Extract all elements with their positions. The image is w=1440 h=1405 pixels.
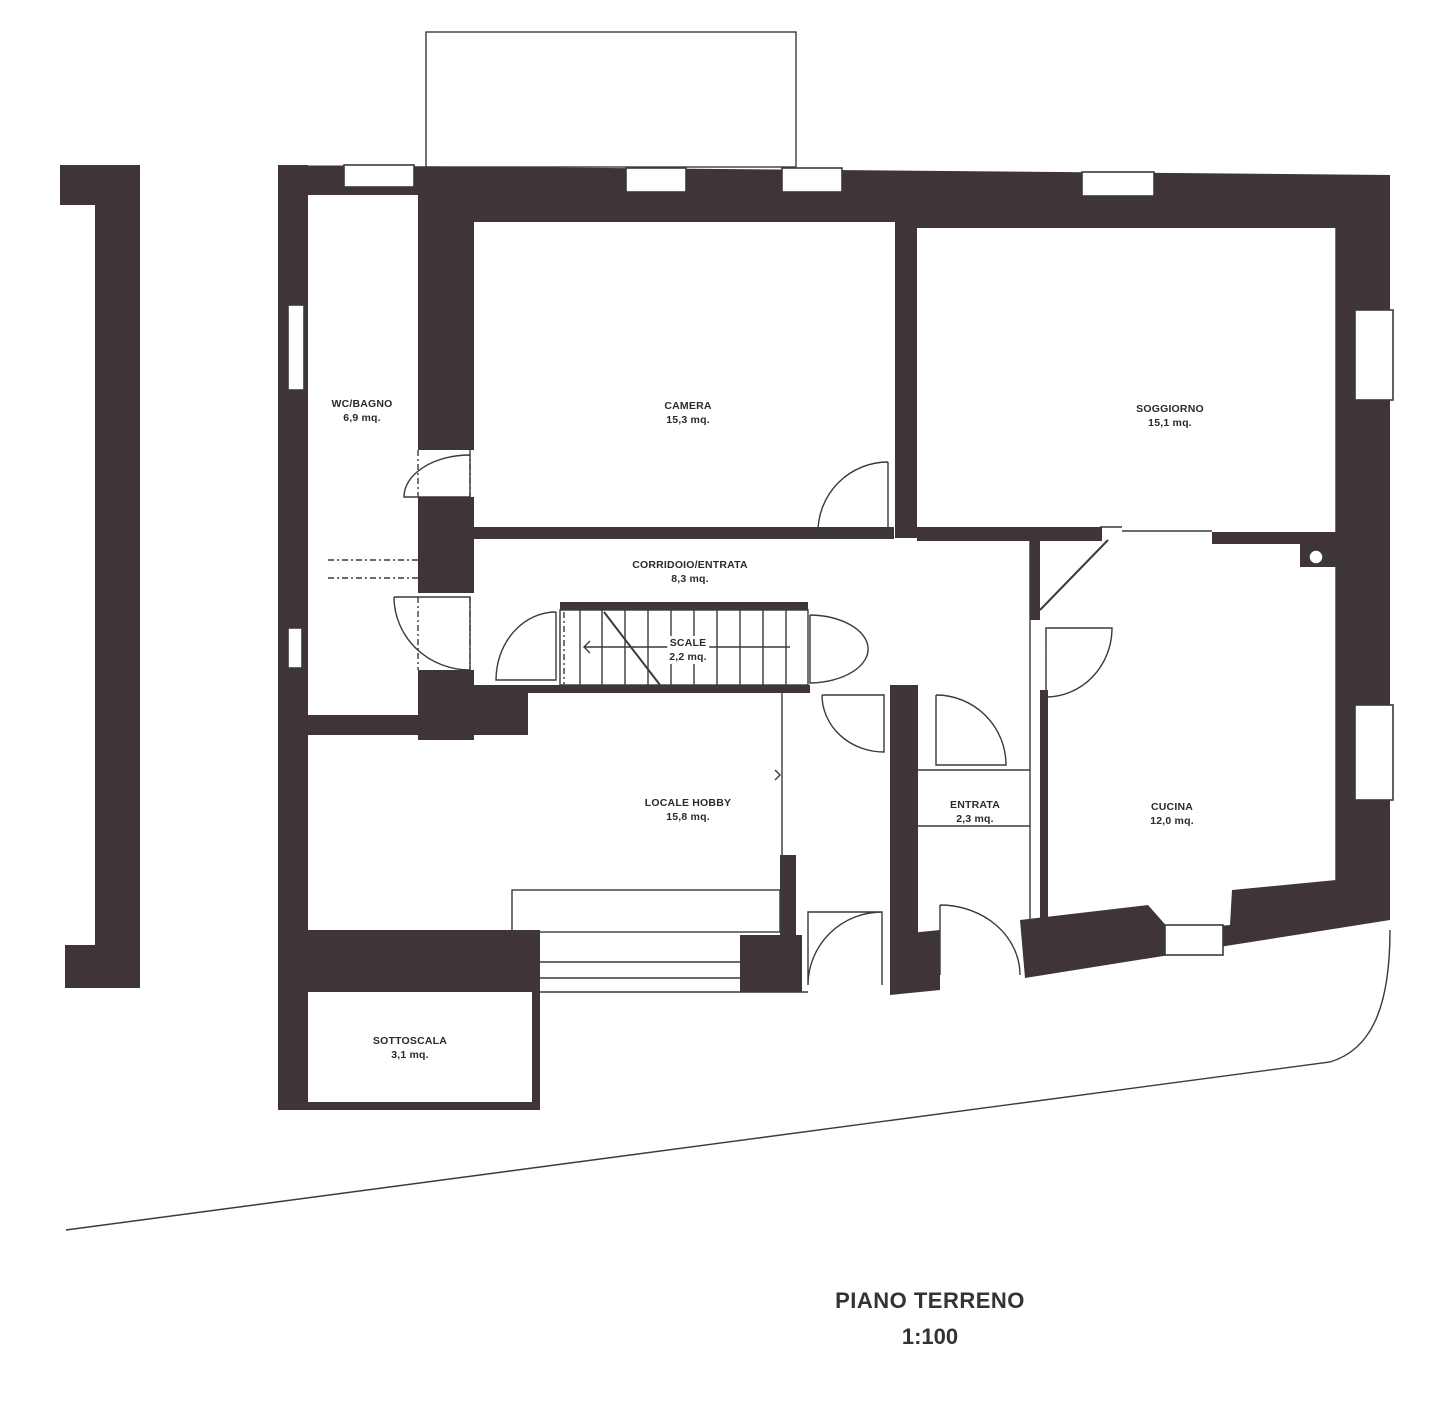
room-name: ENTRATA — [949, 799, 1001, 811]
windows — [287, 164, 1394, 956]
room-area: 12,0 mq. — [1150, 815, 1194, 827]
room-label-cucina: CUCINA 12,0 mq. — [1150, 800, 1194, 828]
drawing-title-block: PIANO TERRENO 1:100 — [835, 1288, 1025, 1350]
room-name: SCALE — [669, 637, 707, 649]
room-label-sottoscala: SOTTOSCALA 3,1 mq. — [373, 1034, 447, 1062]
room-label-soggiorno: SOGGIORNO 15,1 mq. — [1136, 402, 1204, 430]
room-area: 15,1 mq. — [1148, 417, 1192, 429]
fixtures — [511, 228, 1337, 993]
terrace-outline — [425, 31, 797, 168]
room-area: 15,3 mq. — [666, 414, 710, 426]
room-name: CUCINA — [1150, 801, 1194, 813]
room-label-locale-hobby: LOCALE HOBBY 15,8 mq. — [645, 796, 731, 824]
room-area: 8,3 mq. — [671, 573, 709, 585]
room-label-camera: CAMERA 15,3 mq. — [664, 399, 711, 427]
room-name: CAMERA — [664, 400, 712, 412]
exterior-walls — [278, 165, 1390, 1110]
room-name: WC/BAGNO — [331, 398, 393, 410]
room-name: SOGGIORNO — [1136, 403, 1204, 415]
room-name: SOTTOSCALA — [372, 1035, 448, 1047]
floor-title: PIANO TERRENO — [835, 1288, 1025, 1313]
room-label-entrata: ENTRATA 2,3 mq. — [950, 798, 1000, 826]
room-area: 2,2 mq. — [669, 651, 707, 663]
room-area: 6,9 mq. — [343, 412, 381, 424]
room-area: 2,3 mq. — [956, 813, 994, 825]
property-boundary — [65, 929, 1391, 1231]
scale-label: 1:100 — [901, 1324, 959, 1349]
room-name: CORRIDOIO/ENTRATA — [632, 559, 748, 571]
room-label-corridoio: CORRIDOIO/ENTRATA 8,3 mq. — [632, 558, 748, 586]
room-label-wc-bagno: WC/BAGNO 6,9 mq. — [331, 397, 392, 425]
room-area: 15,8 mq. — [666, 811, 710, 823]
room-label-scale: SCALE 2,2 mq. — [667, 636, 709, 664]
interior-walls — [474, 228, 1336, 935]
room-name: LOCALE HOBBY — [644, 797, 732, 809]
left-boundary-wall — [60, 165, 140, 988]
room-area: 3,1 mq. — [391, 1049, 429, 1061]
overhead-lines — [328, 450, 565, 685]
flue-icon — [1308, 549, 1324, 565]
doors — [393, 454, 1122, 986]
